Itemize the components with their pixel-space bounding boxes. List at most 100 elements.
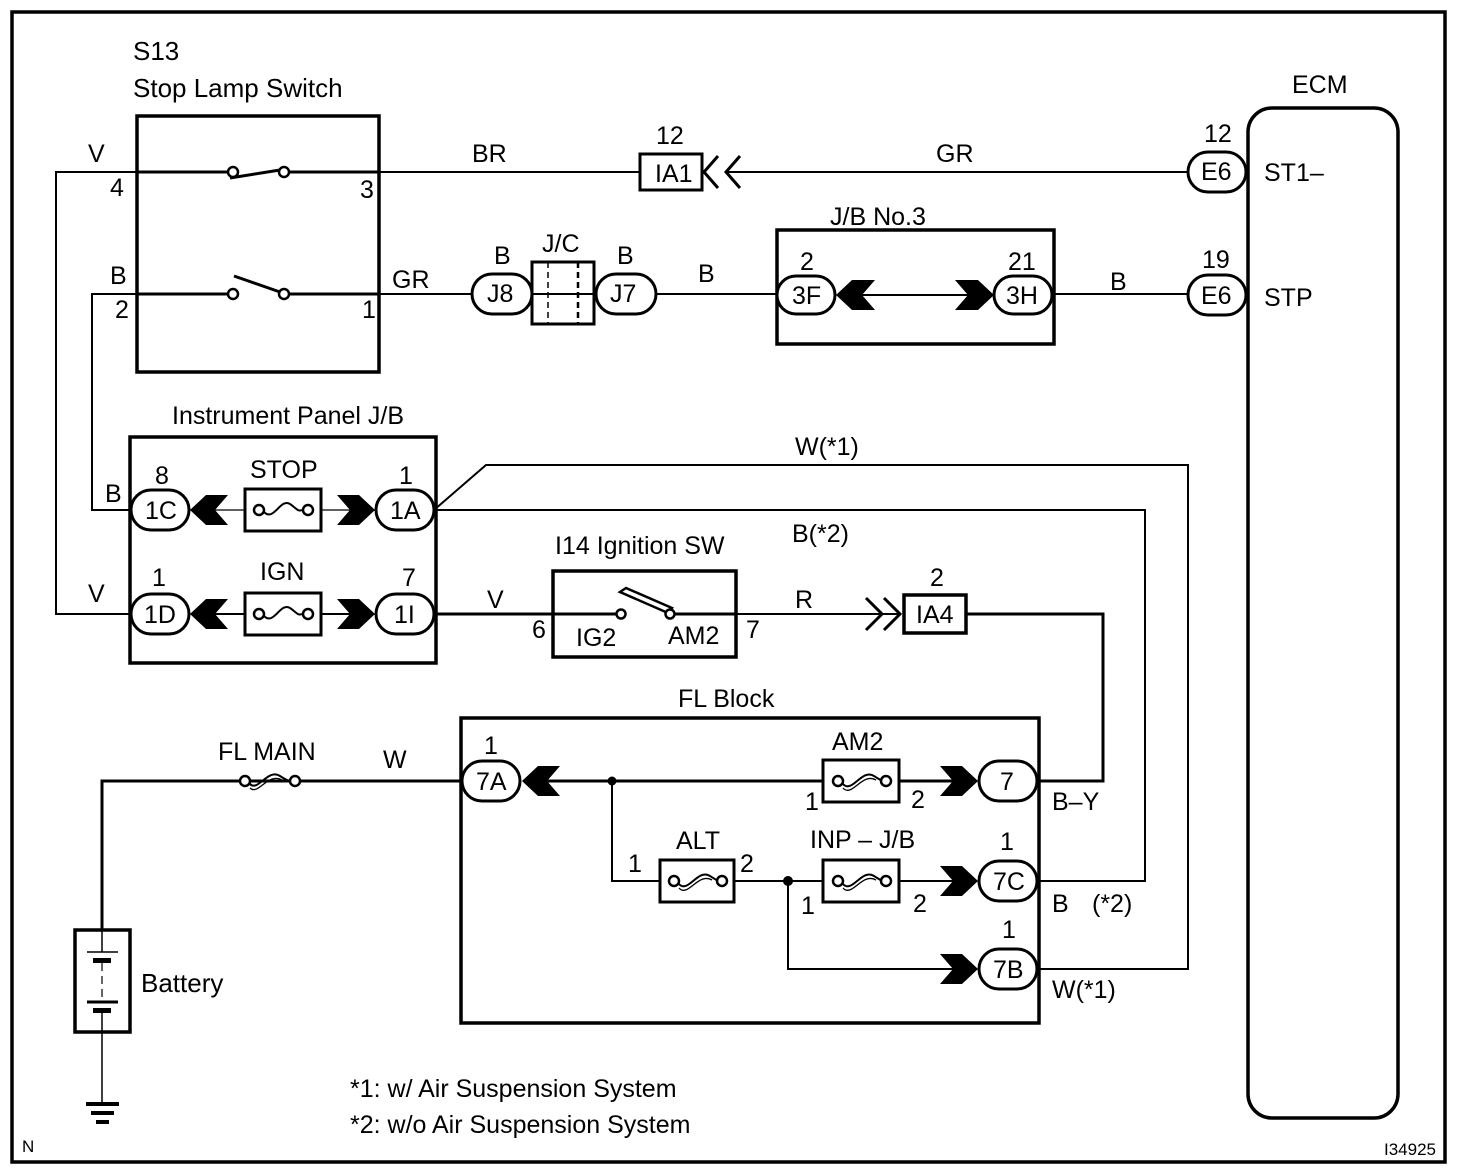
wire-label-b-ipjb: B <box>105 480 122 508</box>
female-terminal-icon <box>522 766 560 796</box>
s13-name: Stop Lamp Switch <box>133 73 343 103</box>
fuse-stop-label: STOP <box>250 456 318 484</box>
wire-label-v-ipjb: V <box>88 580 105 608</box>
jc-name: J/C <box>542 230 580 258</box>
fl-main-name: FL MAIN <box>218 738 316 766</box>
fuse-ign-label: IGN <box>260 558 304 586</box>
c1i-id: 1I <box>394 601 415 629</box>
diagram-frame <box>10 10 1447 1164</box>
fusible-link-fl-main: FL MAIN <box>218 738 316 791</box>
s13-box <box>135 114 381 374</box>
c7b-id: 7B <box>993 956 1024 984</box>
ground-icon <box>86 1102 119 1124</box>
male-terminal-chevron-icon <box>702 155 720 189</box>
jb3-name: J/B No.3 <box>830 203 926 231</box>
ign-sw-pin-7: 7 <box>746 616 760 644</box>
note-1: *1: w/ Air Suspension System <box>350 1075 677 1103</box>
fuse-inp-label: INP – J/B <box>810 826 915 854</box>
wire-label-b-j8: B <box>494 242 511 270</box>
c7b-pin: 1 <box>1002 916 1016 944</box>
wire-label-b2-right: B <box>1052 890 1069 918</box>
female-terminal-icon <box>337 495 375 525</box>
female-terminal-icon <box>190 495 228 525</box>
wire-label-b-j7: B <box>617 242 634 270</box>
fuse-am2 <box>821 758 901 804</box>
wire-label-br: BR <box>472 140 507 168</box>
c7c-pin: 1 <box>1000 828 1014 856</box>
c7a-id: 7A <box>476 768 507 796</box>
female-terminal-icon <box>940 766 978 796</box>
wire-label-by: B–Y <box>1052 788 1100 816</box>
wire-w-main <box>100 779 462 932</box>
wire-label-w-main: W <box>383 746 407 774</box>
am2-pin-2: 2 <box>911 786 925 814</box>
wire-label-gr-ecm: GR <box>936 140 974 168</box>
c1c-id: 1C <box>145 497 177 525</box>
female-terminal-icon <box>337 599 375 629</box>
switch-contact-icon <box>277 165 291 179</box>
instrument-panel-jb: Instrument Panel J/B B 8 1C STOP 1 1A V … <box>88 402 438 665</box>
wire-label-b-ecm: B <box>1110 268 1127 296</box>
c7c-id: 7C <box>993 868 1025 896</box>
ecm-terminal-stp: STP <box>1264 284 1313 312</box>
fuse-ign <box>243 591 323 637</box>
wire-label-gr-s13: GR <box>392 266 430 294</box>
battery: Battery <box>73 928 223 1034</box>
fuse-alt-label: ALT <box>676 827 720 855</box>
switch-contact-icon <box>277 287 291 301</box>
ia4-id: IA4 <box>916 601 954 629</box>
wire-label-r: R <box>795 586 813 614</box>
connector-ia1: 12 IA1 <box>638 122 742 192</box>
c1d-pin: 1 <box>152 564 166 592</box>
c1a-id: 1A <box>390 497 421 525</box>
e6-stp-id: E6 <box>1201 282 1232 310</box>
wire-b-no-air-susp <box>434 509 1146 882</box>
ipjb-name: Instrument Panel J/B <box>172 402 404 430</box>
wire-w-air-susp <box>433 464 1189 970</box>
fuse-alt <box>658 858 736 904</box>
switch-contact-icon <box>664 608 676 620</box>
fuse-stop <box>243 487 323 533</box>
wire-by <box>966 612 1105 783</box>
e6-stp-pin: 19 <box>1202 246 1230 274</box>
c1d-id: 1D <box>144 601 176 629</box>
c1i-pin: 7 <box>402 564 416 592</box>
ign-sw-pin-6: 6 <box>532 616 546 644</box>
e6-st1-pin: 12 <box>1204 120 1232 148</box>
connector-j7: B J7 <box>594 242 658 316</box>
inp-pin-1: 1 <box>801 892 815 920</box>
c7-id: 7 <box>1000 768 1014 796</box>
s13-pin-3: 3 <box>360 176 374 204</box>
male-terminal-chevron-icon <box>882 596 903 632</box>
switch-contact-icon <box>226 287 240 301</box>
ecm-terminal-st1: ST1– <box>1264 159 1324 187</box>
wire-label-b2-note: (*2) <box>1092 890 1132 918</box>
wire-label-w1-right: W(*1) <box>1052 976 1116 1004</box>
am2-pin-1: 1 <box>805 788 819 816</box>
wire-label-v-ign: V <box>487 586 504 614</box>
s13-pin-1: 1 <box>362 296 376 324</box>
fuse-icon <box>263 606 303 620</box>
figure-id: I34925 <box>1384 1140 1436 1159</box>
c3f-pin: 2 <box>800 248 814 276</box>
wire-label-b-mid: B <box>698 260 715 288</box>
j8-id: J8 <box>487 280 513 308</box>
junction-connector-jc: J/C <box>530 230 596 326</box>
ignition-switch-blade-icon <box>617 586 674 615</box>
wire-label-b-left: B <box>110 262 127 290</box>
connector-ia4: 2 IA4 <box>864 564 968 635</box>
ia1-pin: 12 <box>656 122 684 150</box>
s13-pin-4: 4 <box>110 174 124 202</box>
wire-label-b2-mid: B(*2) <box>792 520 849 548</box>
female-terminal-icon <box>940 954 978 984</box>
ignition-switch: I14 Ignition SW IG2 AM2 6 7 <box>532 532 760 659</box>
wire-label-w1-top: W(*1) <box>795 433 859 461</box>
ign-sw-name: I14 Ignition SW <box>555 532 725 560</box>
c3h-id: 3H <box>1006 282 1038 310</box>
wire-label-v-top: V <box>88 140 105 168</box>
junction-block-no3: J/B No.3 2 3F 21 3H <box>775 203 1056 346</box>
ecm-name: ECM <box>1292 71 1348 99</box>
alt-pin-1: 1 <box>628 850 642 878</box>
corner-label: N <box>22 1137 34 1156</box>
stop-lamp-switch: S13 Stop Lamp Switch 4 3 2 1 <box>110 36 381 374</box>
